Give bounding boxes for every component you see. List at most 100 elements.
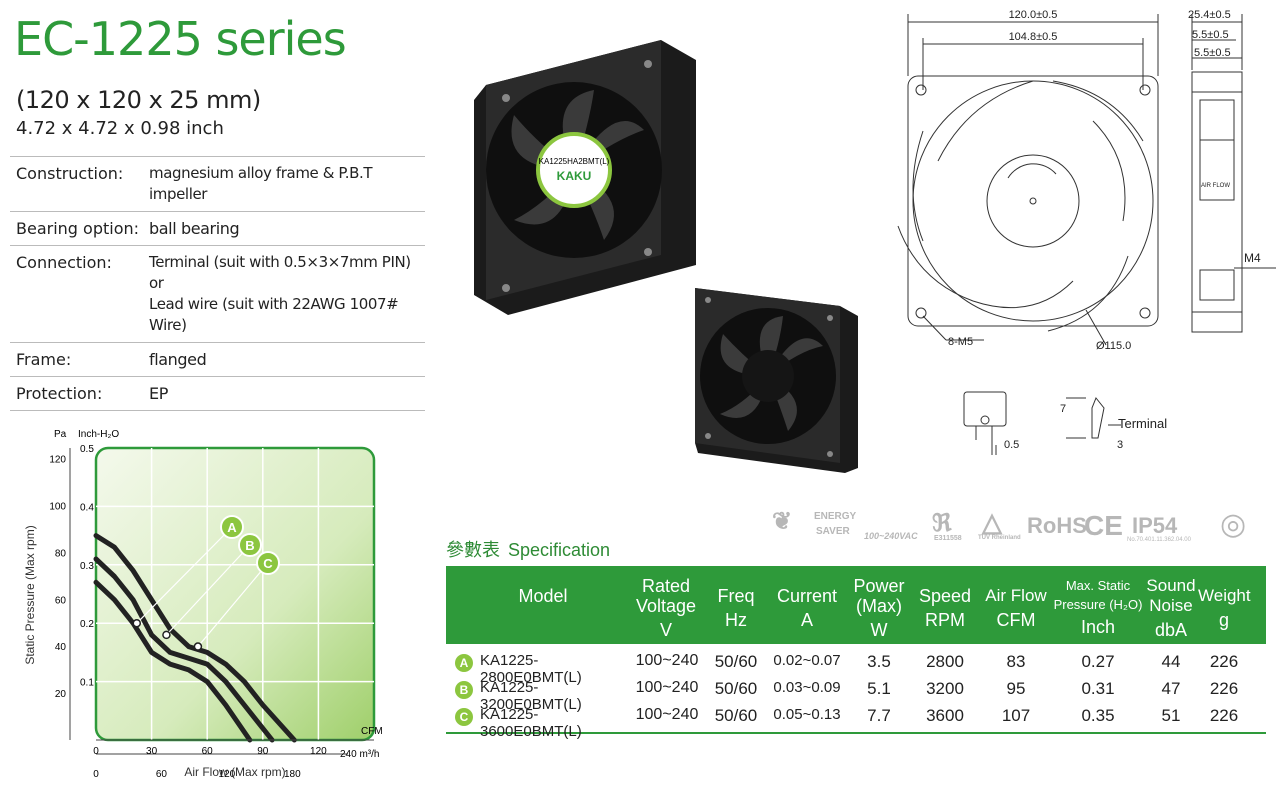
chart-curves: ABC [93, 515, 297, 743]
spec-label: Connection: [16, 253, 112, 272]
cell-power: 7.7 [867, 706, 891, 725]
cell-model: KA1225-3200E0BMT(L) [480, 679, 582, 713]
spec-table-bottom-rule [446, 732, 1266, 734]
x-unit-top: CFM [361, 726, 383, 737]
spec-value: ball bearing [149, 219, 240, 238]
marker-badge-A [220, 515, 244, 539]
col-weight-unit: g [1218, 610, 1229, 630]
spec-row-connection: Connection: Terminal (suit with 0.5×3×7m… [10, 245, 425, 342]
marker-point-B [162, 630, 171, 640]
marker-line-A [136, 526, 233, 624]
col-noise-unit: dbA [1154, 620, 1188, 640]
col-speed-unit: RPM [925, 610, 965, 630]
dim-pin-thickness: 3 [1117, 439, 1123, 451]
cell-pressure: 0.31 [1081, 679, 1115, 698]
col-power-unit: W [870, 620, 888, 640]
col-pressure-name: Max. Static Pressure (H₂O) [1053, 578, 1143, 612]
fan-label-brand: KAKU [557, 169, 592, 183]
cell-voltage: 100~240 [635, 706, 699, 723]
cell-model: KA1225-2800E0BMT(L) [480, 652, 582, 686]
spec-label: Construction: [16, 164, 124, 183]
spec-row-construction: Construction: magnesium alloy frame & P.… [10, 156, 425, 211]
cell-power: 5.1 [867, 679, 891, 698]
cell-airflow: 95 [1006, 679, 1026, 698]
spec-heading: 參數表 Specification [446, 536, 610, 562]
cell-noise: 47 [1161, 679, 1181, 698]
spec-value-line1: Terminal (suit with 0.5×3×7mm PIN) or [149, 253, 411, 292]
col-airflow-name: Air Flow [985, 586, 1047, 605]
spec-label: Protection: [16, 384, 103, 403]
y-tick-label-inch: 0.1 [80, 678, 94, 689]
y-tick-label-pa: 80 [55, 548, 67, 559]
spec-row-protection: Protection: EP [10, 376, 425, 411]
chart-grid [96, 448, 374, 740]
energy-saver-label-2: SAVER [816, 526, 850, 537]
dim-screw: 8-M5 [948, 336, 973, 348]
dim-width: 120.0±0.5 [1009, 9, 1058, 21]
fan-label-model: KA1225HA2BMT(L) [539, 157, 610, 166]
curve-C [93, 533, 297, 743]
spec-value: magnesium alloy frame & P.B.T impeller [149, 164, 373, 203]
x-tick-label-m3h: 120 [219, 769, 236, 780]
y-tick-label-pa: 120 [49, 455, 66, 466]
y-tick-label-pa: 20 [55, 689, 67, 700]
y-tick-label-inch: 0.3 [80, 561, 94, 572]
x-tick-label-cfm: 30 [146, 746, 158, 757]
dim-diameter: Ø115.0 [1096, 340, 1131, 352]
cell-current: 0.02~0.07 [773, 652, 841, 669]
x-unit-bottom: 240 m³/h [340, 749, 379, 760]
x-tick-label-cfm: 90 [257, 746, 269, 757]
spec-heading-cn: 參數表 [446, 540, 500, 560]
x-tick-label-cfm: 0 [93, 746, 99, 757]
dim-d2: 5.5±0.5 [1194, 47, 1231, 59]
fan-photo-large: KA1225HA2BMT(L) KAKU [474, 40, 696, 315]
y-unit-right: Inch-H₂O [78, 429, 119, 440]
ul-icon: ℜ [932, 510, 952, 537]
marker-label-B: B [245, 538, 254, 553]
x-tick-label-m3h: 0 [93, 769, 99, 780]
tuv-label: TÜV Rheinland [978, 535, 1021, 541]
voltage-logo: 100~240VAC [864, 531, 918, 541]
energy-saver-label: ENERGY [814, 511, 857, 522]
spec-heading-en: Specification [508, 540, 611, 560]
curve-A [93, 579, 253, 743]
tuv-number: No.70.401.11.362.04.00 [1127, 537, 1191, 543]
cell-power: 3.5 [867, 652, 891, 671]
ce-logo: CE [1084, 510, 1123, 541]
col-power: Power (Max)W [848, 576, 910, 640]
marker-point-A [132, 618, 142, 628]
y-tick-label-inch: 0.2 [80, 619, 94, 630]
fan-photo-small [695, 288, 858, 473]
cell-weight: 226 [1209, 706, 1239, 725]
cell-airflow: 107 [1001, 706, 1031, 725]
dim-hole-pitch: 104.8±0.5 [1009, 31, 1058, 43]
cell-noise: 51 [1161, 706, 1181, 725]
marker-label-A: A [227, 520, 237, 535]
spec-row-bearing: Bearing option: ball bearing [10, 211, 425, 245]
col-model: Model [518, 586, 568, 606]
cell-current: 0.05~0.13 [773, 706, 841, 723]
row-badge: B [455, 681, 473, 699]
cell-speed: 2800 [926, 652, 964, 671]
x-tick-label-m3h: 60 [156, 769, 168, 780]
cell-pressure: 0.35 [1081, 706, 1115, 725]
y-tick-label-pa: 60 [55, 595, 67, 606]
dim-pin-height: 7 [1060, 403, 1066, 415]
dim-pin-width: 0.5 [1004, 439, 1019, 451]
cell-voltage: 100~240 [635, 652, 699, 669]
cell-pressure: 0.27 [1081, 652, 1115, 671]
col-voltage-unit: V [659, 620, 672, 640]
marker-point-C [193, 642, 203, 651]
table-row: C KA1225-3600E0BMT(L) 100~240 50/60 0.05… [446, 703, 1266, 740]
col-speed-name: Speed [918, 586, 972, 606]
col-freq-unit: Hz [725, 610, 747, 630]
dim-m4: M4 [1244, 251, 1261, 265]
